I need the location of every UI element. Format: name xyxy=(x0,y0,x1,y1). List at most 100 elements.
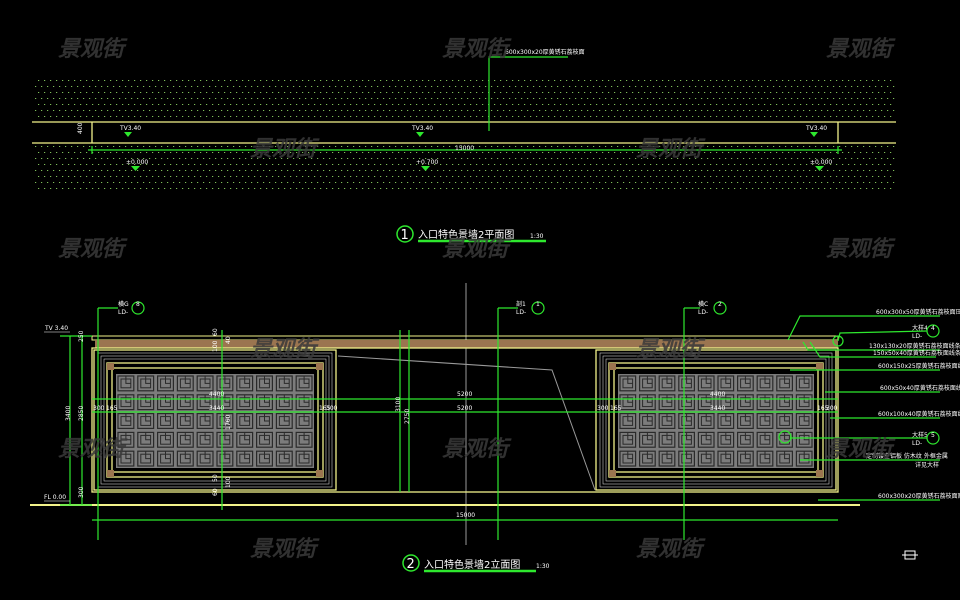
level-label: ±0.000 xyxy=(810,159,832,166)
material-note: 600x300x50厚黄锈石荔枝面压顶 xyxy=(876,308,960,316)
callout[interactable]: 横G LD- 8 xyxy=(118,300,145,316)
dim-label: 2750 xyxy=(404,409,411,424)
ucs-icon xyxy=(902,550,918,560)
material-note: 600x50x40厚黄锈石荔枝面线条 xyxy=(880,384,960,392)
dim-label: 300 xyxy=(826,405,838,412)
watermark: 景观街 xyxy=(442,37,512,62)
level-marker-icon xyxy=(131,166,140,171)
callout-number: 5 xyxy=(931,432,935,439)
watermark: 景观街 xyxy=(250,137,320,162)
callout-bottom: LD- xyxy=(516,309,526,316)
watermark: 景观街 xyxy=(636,537,706,562)
dim-label: 300 xyxy=(326,405,338,412)
lattice-panel-left xyxy=(116,374,314,468)
callout[interactable]: 横C LD- 2 xyxy=(698,300,727,316)
callout-top: 大样5 xyxy=(912,431,928,439)
material-note: 130x130x20厚黄锈石荔枝面线条 收边 xyxy=(869,342,960,350)
dim-label: 4400 xyxy=(209,391,224,398)
plan-view: 400 TV3.40 TV3.40 TV3.40 15000 ±0.000 +0… xyxy=(32,48,896,243)
elevation-title: 入口特色景墙2立面图 xyxy=(424,558,520,571)
wall-thickness-label: 400 xyxy=(77,122,84,134)
elevation-title-number: 2 xyxy=(407,557,415,572)
watermark: 景观街 xyxy=(826,237,896,262)
dim-label: 250 xyxy=(78,330,85,342)
dim-label: 100 xyxy=(212,340,219,352)
dim-label: 60 xyxy=(212,488,219,496)
elevation-view: 5200 5200 4400 3440 4400 3440 300 165 16… xyxy=(30,283,960,573)
watermark: 景观街 xyxy=(58,237,128,262)
dim-label: 3400 xyxy=(65,406,72,421)
plan-scale: 1:30 xyxy=(530,233,544,240)
lattice-panel-right xyxy=(618,374,814,468)
callout[interactable]: 剖1 LD- 1 xyxy=(516,300,545,316)
tv-label: TV3.40 xyxy=(805,125,827,132)
material-note: 600x100x40厚黄锈石荔枝面线条 xyxy=(878,410,960,418)
fl-label: FL 0.00 xyxy=(44,494,66,501)
watermark: 景观街 xyxy=(442,437,512,462)
dim-label: 50 xyxy=(212,474,219,482)
level-marker-icon xyxy=(416,132,424,137)
dim-label: 60 xyxy=(212,328,219,336)
tv-label: TV 3.40 xyxy=(44,325,68,332)
level-marker-icon xyxy=(421,166,430,171)
level-label: ±0.000 xyxy=(126,159,148,166)
dim-label: 165 xyxy=(610,405,622,412)
watermark: 景观街 xyxy=(250,537,320,562)
dim-label: 300 xyxy=(93,405,105,412)
plan-title: 入口特色景墙2平面图 xyxy=(418,228,514,241)
watermark: 景观街 xyxy=(826,37,896,62)
watermark: 景观街 xyxy=(636,137,706,162)
dim-label: 3440 xyxy=(209,405,224,412)
tv-label: TV3.40 xyxy=(411,125,433,132)
watermark: 景观街 xyxy=(826,437,896,462)
plan-length-label: 15000 xyxy=(455,145,474,152)
plan-wall xyxy=(92,122,838,143)
callout-top: 横G xyxy=(118,300,129,308)
dim-label: 15000 xyxy=(456,512,475,519)
callout-number: 4 xyxy=(931,325,935,332)
callout-top: 横C xyxy=(698,300,708,308)
watermark: 景观街 xyxy=(442,237,512,262)
watermarks: 景观街 景观街 景观街 景观街 景观街 景观街 景观街 景观街 景观街 景观街 … xyxy=(58,37,896,562)
dim-label: 3440 xyxy=(710,405,725,412)
dim-label: 5200 xyxy=(457,391,472,398)
watermark: 景观街 xyxy=(250,337,320,362)
dim-label: 3100 xyxy=(395,397,402,412)
tv-label: TV3.40 xyxy=(119,125,141,132)
callout-bottom: LD- xyxy=(698,309,708,316)
dim-label: 300 xyxy=(597,405,609,412)
dim-label: 165 xyxy=(319,405,331,412)
material-note: 150x50x40厚黄锈石荔枝面线条 xyxy=(873,349,960,357)
dim-label: 4400 xyxy=(710,391,725,398)
level-marker-icon xyxy=(810,132,818,137)
material-note: 600x150x25厚黄锈石荔枝面线条 xyxy=(878,362,960,370)
title-number-circle xyxy=(396,225,414,243)
ground-hatch xyxy=(35,80,895,189)
watermark: 景观街 xyxy=(636,337,706,362)
callout-top: 大样4 xyxy=(912,324,928,332)
callout-number: 2 xyxy=(718,301,722,308)
elevation-scale: 1:30 xyxy=(536,563,550,570)
dim-label: 5200 xyxy=(457,405,472,412)
wall-body xyxy=(91,347,839,493)
dim-label: 40 xyxy=(225,336,232,344)
watermark: 景观街 xyxy=(58,437,128,462)
watermark: 景观街 xyxy=(58,37,128,62)
dim-label: 100 xyxy=(225,476,232,488)
callout-bottom: LD- xyxy=(912,440,922,447)
material-note: 定制镂空铝板 仿木纹 外框金属 xyxy=(866,452,948,460)
level-label: +0.700 xyxy=(416,159,438,166)
dim-label: 2850 xyxy=(78,406,85,421)
dim-label: 300 xyxy=(78,486,85,498)
dim-label: 1760 xyxy=(225,415,232,430)
dim-label: 165 xyxy=(106,405,118,412)
title-number-circle xyxy=(402,554,420,572)
callout-top: 剖1 xyxy=(516,300,526,308)
plan-title-number: 1 xyxy=(401,228,409,243)
dim-label: 165 xyxy=(817,405,829,412)
level-marker-icon xyxy=(815,166,824,171)
coping xyxy=(95,340,838,348)
callout-number: 1 xyxy=(536,301,540,308)
plan-leader-note: 600x300x20厚黄锈石荔枝面 xyxy=(505,48,585,56)
